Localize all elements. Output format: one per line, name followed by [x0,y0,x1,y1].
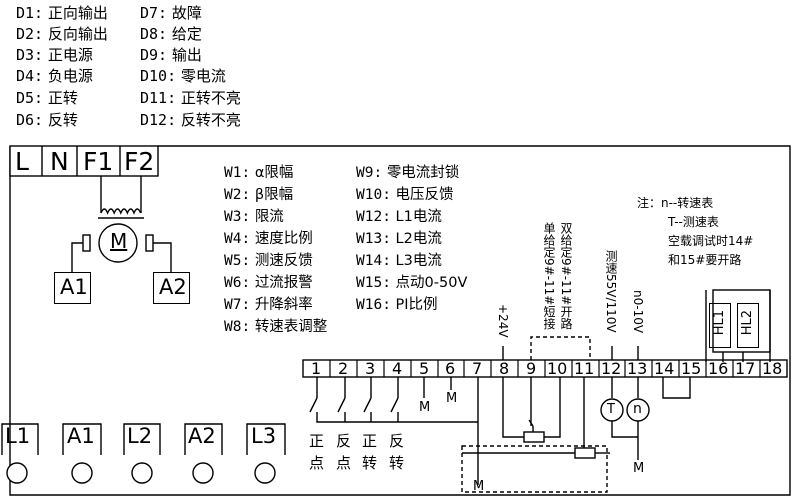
terminal-number: 17 [735,359,756,378]
terminal-number: 13 [627,359,648,378]
terminal-number: 8 [499,359,510,378]
label-tach: 测速55V/110V [604,250,618,333]
legend-item: D11: 正转不亮 [140,89,241,107]
hl2-lamp: HL2 [737,303,759,348]
terminal-number: 12 [601,359,622,378]
legend-item: D10: 零电流 [140,67,226,85]
label-meter: n0-10V [631,290,645,334]
ground-label: M [446,391,458,406]
terminal-l2: L2 [127,424,153,448]
pot-item: W7: 升降斜率 [224,297,313,313]
pot-item: W3: 限流 [224,209,284,225]
pot-item: W2: β限幅 [224,187,294,203]
note-line: 空载调试时14# [668,234,754,248]
switch-label-bottom: 点 [336,454,352,472]
speed-meter-label: n [633,401,642,417]
motor-label: M [110,229,128,253]
pot-item: W14: L3电流 [356,253,442,269]
legend-item: D7: 故障 [140,4,202,22]
terminal-number: 2 [338,359,349,378]
legend-item: D1: 正向输出 [16,4,108,22]
legend-item: D9: 输出 [140,46,202,64]
switch-label-top: 反 [336,432,352,450]
ground-label: M [633,461,645,476]
pot-item: W8: 转速表调整 [224,319,328,335]
terminal-number: 15 [681,359,702,378]
terminal-f2: F2 [124,147,155,176]
pot-item: W1: α限幅 [224,165,294,181]
terminal-a2: A2 [188,424,216,448]
switch-label-top: 正 [362,432,378,450]
legend-item: D4: 负电源 [16,67,93,85]
switch-label-top: 反 [389,432,405,450]
pot-item: W9: 零电流封锁 [356,165,460,181]
terminal-number: 9 [526,359,537,378]
legend-item: D8: 给定 [140,25,202,43]
label-single-setpoint: 单给定9#-11#短接 [542,222,556,330]
terminal-l1: L1 [5,424,31,448]
label-24v: +24V [496,304,510,338]
pot-item: W13: L2电流 [356,231,442,247]
note-line: 注：n--转速表 [637,196,714,210]
tach-meter-label: T [607,402,615,417]
terminal-l3: L3 [251,424,277,448]
terminal-number: 1 [311,359,322,378]
terminal-number: 3 [365,359,376,378]
legend-item: D2: 反向输出 [16,25,108,43]
switch-label-top: 正 [309,432,325,450]
legend-item: D12: 反转不亮 [140,111,241,129]
pot-item: W16: PI比例 [356,297,438,313]
pot-item: W4: 速度比例 [224,231,313,247]
ground-label: M [473,479,485,494]
terminal-n: N [50,147,69,176]
note-line: T--测速表 [668,215,719,229]
terminal-number: 11 [574,359,595,378]
legend-item: D6: 反转 [16,111,78,129]
label-dual-setpoint: 双给定9#-11#开路 [559,222,573,330]
switch-label-bottom: 点 [309,454,325,472]
terminal-a1: A1 [67,424,95,448]
terminal-l: L [15,147,29,176]
terminal-number: 18 [762,359,783,378]
motor-terminal-a1: A1 [54,272,91,304]
terminal-number: 16 [708,359,729,378]
terminal-number: 10 [547,359,568,378]
pot-item: W6: 过流报警 [224,275,313,291]
note-line: 和15#要开路 [668,253,742,267]
terminal-number: 7 [472,359,483,378]
legend-item: D3: 正电源 [16,46,93,64]
switch-label-bottom: 转 [389,454,405,472]
terminal-number: 5 [419,359,430,378]
hl1-lamp: HL1 [709,303,731,348]
ground-label: M [419,400,431,415]
terminal-f1: F1 [83,147,114,176]
terminal-number: 14 [654,359,675,378]
legend-item: D5: 正转 [16,89,78,107]
pot-item: W10: 电压反馈 [356,187,454,203]
switch-label-bottom: 转 [362,454,378,472]
pot-item: W12: L1电流 [356,209,442,225]
terminal-number: 6 [445,359,456,378]
motor-terminal-a2: A2 [153,272,190,304]
pot-item: W5: 测速反馈 [224,253,313,269]
pot-item: W15: 点动0-50V [356,275,468,291]
terminal-number: 4 [392,359,403,378]
